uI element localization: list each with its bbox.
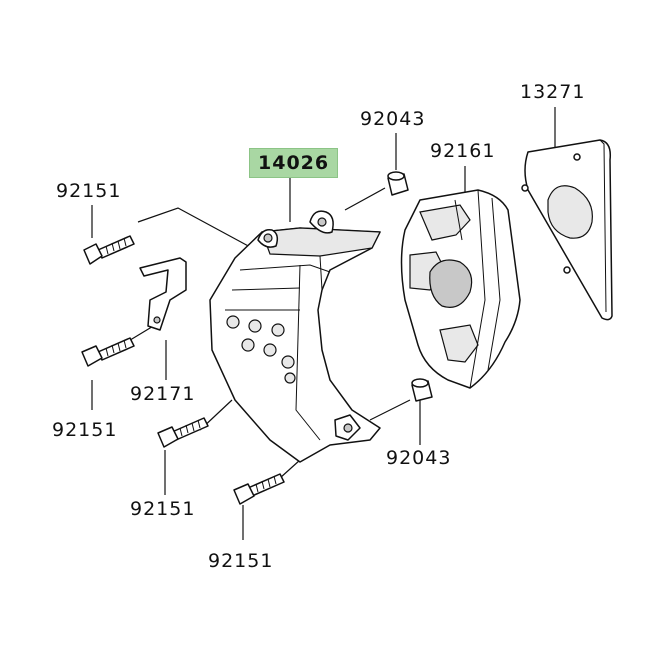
callout-13271[interactable]: 13271 (520, 81, 586, 103)
leader-bolt-bottom-to-cover (279, 459, 301, 479)
gasket-hole-icon (563, 266, 571, 274)
callout-92043-top[interactable]: 92043 (360, 108, 426, 130)
sprocket-cover-14026 (209, 210, 381, 463)
gasket-plate-13271 (521, 139, 613, 321)
bolt-92151-top (83, 235, 135, 265)
vent-hole-icon (226, 315, 240, 329)
callout-92151-top[interactable]: 92151 (56, 180, 122, 202)
callout-92151-bottom[interactable]: 92151 (208, 550, 274, 572)
bolt-92151-low (157, 417, 209, 448)
leader-collar-to-cover (344, 187, 386, 211)
gasket-hole-icon (573, 153, 581, 161)
bolt-92151-mid (81, 337, 135, 367)
bolt-92151-bottom (233, 473, 285, 505)
leader-bracket-to-cover (137, 207, 253, 249)
gasket-hole-icon (521, 184, 529, 192)
callout-92171[interactable]: 92171 (130, 383, 196, 405)
callout-92043-bottom[interactable]: 92043 (386, 447, 452, 469)
collar-92043-top (387, 171, 409, 196)
vent-hole-icon (281, 355, 295, 369)
callout-92151-low[interactable]: 92151 (130, 498, 196, 520)
leader-lines (91, 107, 556, 540)
vent-hole-icon (284, 372, 296, 384)
leader-collar-to-cover-bottom (369, 399, 411, 421)
vent-hole-icon (263, 343, 277, 357)
collar-92043-bottom (411, 378, 433, 402)
vent-hole-icon (241, 338, 255, 352)
vent-hole-icon (271, 323, 285, 337)
bracket-92171 (139, 257, 187, 331)
rubber-cover-92161 (400, 189, 521, 389)
callout-92151-mid[interactable]: 92151 (52, 419, 118, 441)
callout-14026[interactable]: 14026 (249, 148, 339, 178)
vent-hole-icon (248, 319, 262, 333)
callout-92161[interactable]: 92161 (430, 140, 496, 162)
